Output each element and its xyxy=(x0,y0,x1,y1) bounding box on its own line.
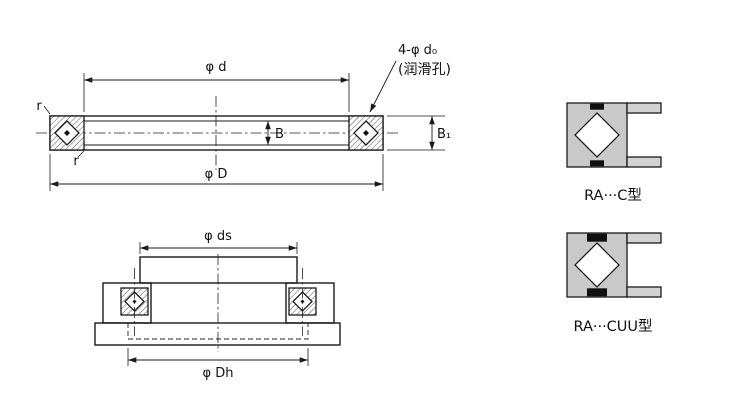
right-roller-center-dot xyxy=(363,130,369,136)
top-bar xyxy=(626,102,662,114)
seal-mark-top xyxy=(587,233,607,242)
bottom-bar xyxy=(626,286,662,298)
seal-mark-bottom xyxy=(587,288,607,297)
detail-label-ra-cuu: RA···CUU型 xyxy=(573,318,652,335)
left-roller-center-dot xyxy=(64,130,70,136)
dim-label-bore-diameter: φ d xyxy=(206,60,227,75)
dim-label-width-b1: B₁ xyxy=(437,127,451,142)
detail-label-ra-c: RA···C型 xyxy=(584,187,642,204)
top-bar xyxy=(626,232,662,244)
mounting-cross-section-view: φ ds φ Dh xyxy=(94,229,341,381)
hidden-bore-line xyxy=(127,323,309,340)
leader-line-radius-bottom xyxy=(77,150,85,158)
bottom-bar xyxy=(626,156,662,168)
leader-line-lubrication-hole xyxy=(369,60,397,113)
shaft-step-plate xyxy=(139,256,298,284)
housing-base-plate xyxy=(94,322,341,346)
dim-label-shaft-step: φ ds xyxy=(204,229,232,244)
dim-label-width-b: B xyxy=(275,127,284,142)
callout-lubrication-holes-note: (润滑孔) xyxy=(398,61,451,78)
dim-label-housing-bore: φ Dh xyxy=(203,366,234,381)
callout-lubrication-holes: 4-φ d₀ xyxy=(398,43,437,58)
detail-ra-c-type: RA···C型 xyxy=(566,102,662,204)
radius-label-bottom: r xyxy=(73,154,79,169)
retainer-mark-bottom xyxy=(590,160,604,167)
detail-ra-cuu-type: RA···CUU型 xyxy=(566,232,662,335)
roller-diamond xyxy=(574,112,620,158)
leader-line-radius-top xyxy=(43,105,51,115)
dim-label-outer-diameter: φ D xyxy=(205,167,228,182)
radius-label-top: r xyxy=(36,99,42,114)
roller-diamond xyxy=(574,242,620,288)
main-cross-section-view: φ d φ D B B₁ 4-φ d₀ (润滑孔) r r xyxy=(36,43,451,191)
retainer-mark-top xyxy=(590,103,604,110)
